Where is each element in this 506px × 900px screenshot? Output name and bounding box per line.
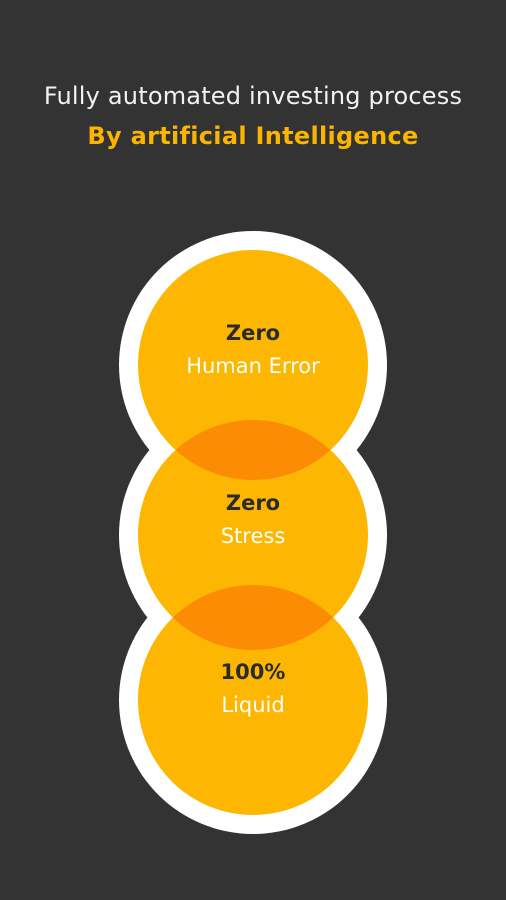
circle-label-3-sub: Liquid: [221, 693, 285, 717]
headline-subtitle: By artificial Intelligence: [87, 122, 419, 150]
circle-label-1-main: Zero: [225, 321, 281, 345]
headline-title: Fully automated investing process: [43, 82, 463, 110]
circle-label-2: Zero Stress: [0, 488, 506, 551]
circle-label-2-sub: Stress: [220, 524, 286, 548]
circle-label-3: 100% Liquid: [0, 657, 506, 720]
circle-stress: [138, 420, 368, 650]
circle-human-error: [138, 250, 368, 480]
circle-liquid: [138, 585, 368, 815]
circle-label-1: Zero Human Error: [0, 318, 506, 381]
headline: Fully automated investing process By art…: [0, 78, 506, 156]
circle-label-3-main: 100%: [220, 660, 286, 684]
circle-label-2-main: Zero: [225, 491, 281, 515]
circle-label-1-sub: Human Error: [186, 354, 320, 378]
